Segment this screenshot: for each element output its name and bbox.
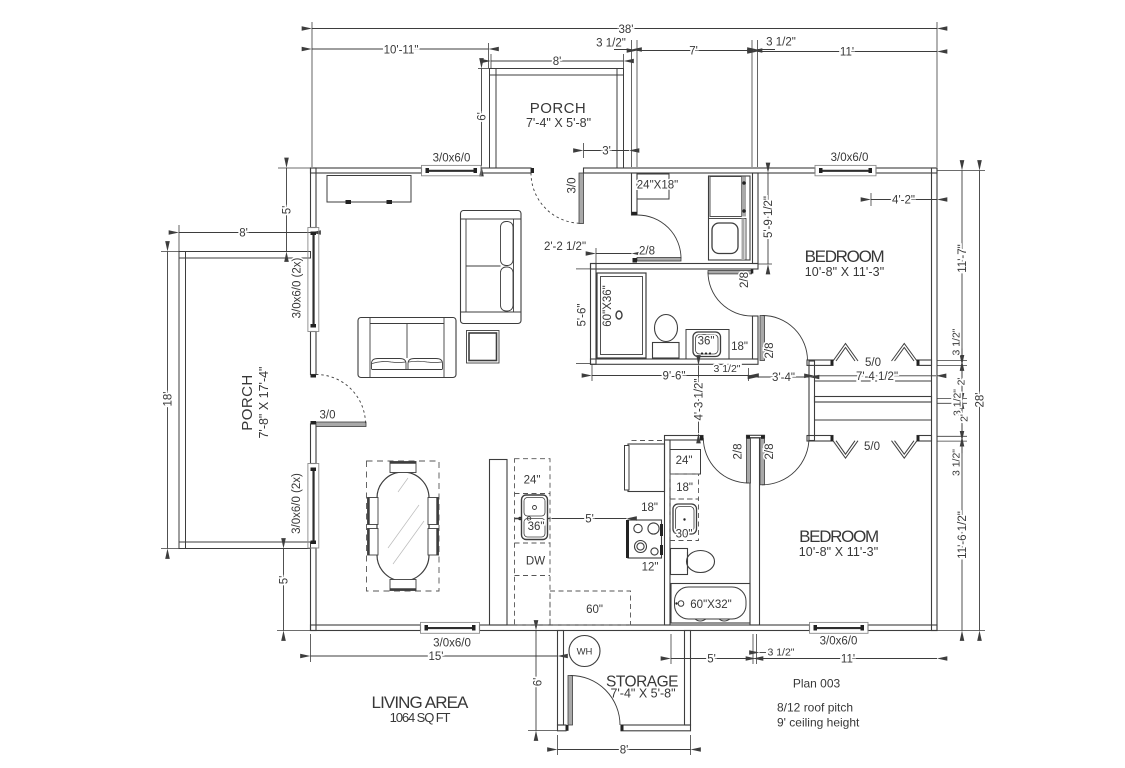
- svg-text:DW: DW: [526, 556, 545, 568]
- svg-text:WH: WH: [577, 646, 593, 657]
- svg-text:Plan 003: Plan 003: [793, 676, 841, 690]
- svg-text:24": 24": [524, 475, 541, 487]
- svg-text:3/0: 3/0: [320, 410, 336, 422]
- svg-text:2'-2 1/2": 2'-2 1/2": [544, 241, 586, 253]
- svg-text:7'-8" X 17'-4": 7'-8" X 17'-4": [257, 366, 271, 438]
- svg-text:3'-4": 3'-4": [772, 372, 795, 384]
- svg-text:2/8: 2/8: [733, 444, 745, 460]
- svg-text:3': 3': [602, 146, 611, 158]
- svg-text:3 1/2": 3 1/2": [950, 449, 962, 476]
- svg-text:PORCH: PORCH: [239, 374, 256, 430]
- svg-text:STORAGE: STORAGE: [606, 674, 678, 691]
- svg-text:11'-7": 11'-7": [957, 244, 969, 272]
- svg-text:15': 15': [429, 651, 444, 663]
- svg-text:24": 24": [676, 455, 693, 467]
- svg-text:7'-4" X 5'-8": 7'-4" X 5'-8": [610, 687, 675, 701]
- svg-text:5': 5': [707, 654, 716, 666]
- svg-text:60": 60": [586, 604, 603, 616]
- svg-text:5/0: 5/0: [864, 441, 880, 453]
- svg-text:4'-2": 4'-2": [892, 195, 915, 207]
- svg-text:9'-6": 9'-6": [663, 371, 686, 383]
- svg-text:5': 5': [282, 206, 294, 215]
- svg-text:10'-8" X 11'-3": 10'-8" X 11'-3": [799, 545, 879, 559]
- svg-text:18": 18": [676, 482, 693, 494]
- svg-text:60"X36": 60"X36": [602, 285, 614, 326]
- svg-text:9' ceiling height: 9' ceiling height: [777, 715, 860, 729]
- svg-text:6': 6': [477, 112, 489, 121]
- svg-text:28': 28': [975, 393, 987, 408]
- svg-text:3 1/2": 3 1/2": [713, 363, 740, 375]
- svg-text:PORCH: PORCH: [530, 100, 586, 117]
- svg-text:5': 5': [585, 514, 594, 526]
- svg-text:5'-9 1/2": 5'-9 1/2": [763, 196, 775, 238]
- svg-text:5': 5': [279, 576, 291, 585]
- svg-text:3 1/2": 3 1/2": [950, 328, 962, 355]
- svg-text:12": 12": [642, 562, 659, 574]
- svg-text:BEDROOM: BEDROOM: [805, 247, 884, 266]
- svg-text:3/0x6/0: 3/0x6/0: [433, 153, 471, 165]
- svg-text:24"X18": 24"X18": [637, 180, 678, 192]
- svg-text:3 1/2": 3 1/2": [596, 38, 626, 50]
- svg-text:6': 6': [533, 678, 545, 687]
- svg-text:10'-8" X 11'-3": 10'-8" X 11'-3": [805, 265, 885, 279]
- svg-text:8': 8': [553, 56, 562, 68]
- svg-text:3 1/2": 3 1/2": [951, 389, 963, 416]
- svg-text:3/0: 3/0: [567, 178, 579, 194]
- svg-text:3/0x6/0: 3/0x6/0: [820, 636, 858, 648]
- svg-text:3 1/2": 3 1/2": [767, 646, 794, 658]
- svg-text:3/0x6/0 (2x): 3/0x6/0 (2x): [291, 473, 303, 534]
- svg-text:3/0x6/0: 3/0x6/0: [433, 638, 471, 650]
- svg-text:2/8: 2/8: [764, 444, 776, 460]
- svg-text:2': 2': [955, 378, 967, 386]
- svg-text:1064 SQ FT: 1064 SQ FT: [390, 710, 451, 725]
- svg-text:11': 11': [840, 47, 854, 59]
- svg-text:8': 8': [239, 228, 248, 240]
- svg-text:2/8: 2/8: [764, 343, 776, 359]
- svg-text:5/0: 5/0: [865, 357, 881, 369]
- svg-text:3/0x6/0 (2x): 3/0x6/0 (2x): [292, 257, 304, 318]
- svg-text:8/12 roof pitch: 8/12 roof pitch: [777, 700, 853, 714]
- svg-text:18": 18": [731, 341, 748, 353]
- svg-text:30": 30": [676, 529, 693, 541]
- svg-text:3/0x6/0: 3/0x6/0: [831, 152, 869, 164]
- svg-text:18': 18': [163, 392, 175, 407]
- svg-text:38': 38': [619, 24, 634, 36]
- svg-text:36": 36": [528, 521, 545, 533]
- svg-text:8': 8': [620, 745, 629, 757]
- svg-text:BEDROOM: BEDROOM: [799, 527, 878, 546]
- svg-text:5'-6": 5'-6": [577, 304, 589, 327]
- svg-text:2': 2': [958, 414, 970, 422]
- svg-text:60"X32": 60"X32": [690, 599, 731, 611]
- svg-text:18": 18": [641, 502, 658, 514]
- svg-text:LIVING AREA: LIVING AREA: [372, 693, 469, 712]
- svg-text:7'-4 1/2": 7'-4 1/2": [856, 371, 898, 383]
- svg-text:10'-11": 10'-11": [384, 44, 419, 56]
- svg-text:2/8: 2/8: [739, 272, 751, 288]
- svg-text:11'-6 1/2": 11'-6 1/2": [957, 511, 969, 559]
- svg-text:7': 7': [689, 46, 698, 58]
- svg-text:2/8: 2/8: [639, 246, 655, 258]
- svg-text:7'-4" X 5'-8": 7'-4" X 5'-8": [526, 116, 591, 130]
- svg-text:3 1/2": 3 1/2": [766, 37, 796, 49]
- svg-text:11': 11': [841, 654, 855, 666]
- svg-text:4'-3 1/2": 4'-3 1/2": [694, 378, 706, 420]
- svg-text:36": 36": [698, 336, 715, 348]
